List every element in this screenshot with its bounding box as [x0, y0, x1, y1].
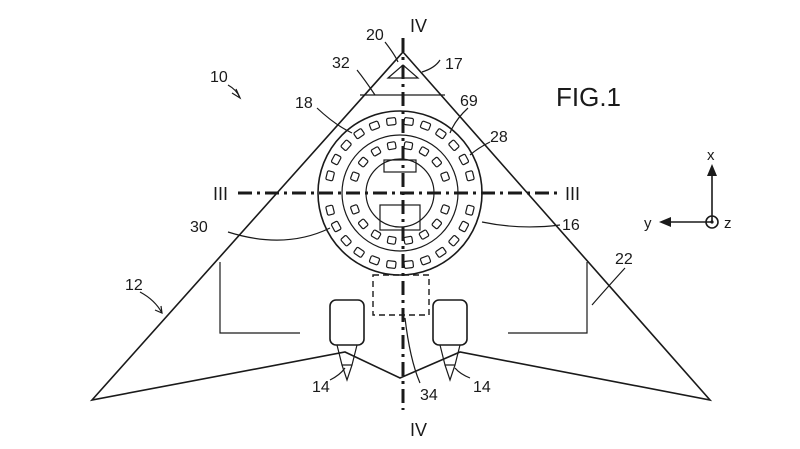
cabin: [317, 110, 483, 276]
seat: [330, 220, 342, 233]
seat: [353, 246, 365, 258]
ref-18: 18: [295, 95, 313, 112]
section-label-iii-left: III: [213, 184, 228, 204]
ref-14-left: 14: [312, 379, 330, 396]
seat: [403, 117, 415, 126]
axis-z-label: z: [724, 215, 732, 232]
seat: [431, 156, 443, 168]
section-label-iv-bottom: IV: [410, 420, 427, 440]
figure-title: FIG.1: [556, 82, 621, 112]
seat: [403, 141, 414, 151]
engine-right: [432, 299, 468, 382]
seat: [350, 204, 360, 215]
seat: [353, 128, 365, 140]
seat: [385, 117, 397, 126]
ref-20: 20: [366, 27, 384, 44]
section-label-iv-top: IV: [410, 16, 427, 36]
seat: [325, 170, 335, 182]
seat: [448, 139, 460, 151]
leader-lines: [139, 41, 626, 384]
seat-rows: [325, 117, 475, 269]
ref-30: 30: [190, 219, 208, 236]
ref-12: 12: [125, 277, 143, 294]
seat: [465, 170, 475, 182]
seat: [386, 235, 397, 245]
seat: [330, 153, 342, 166]
section-label-iii-right: III: [565, 184, 580, 204]
axis-x-label: x: [707, 147, 715, 164]
seat: [418, 146, 430, 157]
seat: [458, 220, 470, 233]
seat: [435, 128, 447, 140]
ref-34: 34: [420, 387, 438, 404]
seat: [440, 204, 450, 215]
ref-22: 22: [615, 251, 633, 268]
seat: [435, 246, 447, 258]
seat: [419, 120, 432, 131]
rear-compartment-box: [372, 274, 430, 316]
seat: [458, 153, 470, 166]
axis-symbol: [659, 164, 719, 229]
seat: [403, 235, 414, 245]
aircraft-outline: [89, 50, 713, 402]
seat: [350, 171, 360, 182]
seat: [385, 260, 397, 269]
seat: [368, 255, 381, 266]
axis-y-label: y: [644, 215, 652, 232]
seat: [465, 204, 475, 216]
engine-left: [329, 299, 365, 382]
seat: [340, 139, 352, 151]
seat: [386, 141, 397, 151]
ref-17: 17: [445, 56, 463, 73]
ref-14-right: 14: [473, 379, 491, 396]
seat: [403, 260, 415, 269]
seat: [419, 255, 432, 266]
ref-32: 32: [332, 55, 350, 72]
seat: [325, 204, 335, 216]
ref-16: 16: [562, 217, 580, 234]
seat: [448, 235, 460, 247]
seat: [440, 171, 450, 182]
seat: [340, 235, 352, 247]
seat: [370, 146, 382, 157]
seat: [368, 120, 381, 131]
ref-10: 10: [210, 69, 228, 86]
seat: [431, 218, 443, 230]
ref-28: 28: [490, 129, 508, 146]
seat: [418, 229, 430, 240]
seat: [357, 156, 369, 168]
seat: [357, 218, 369, 230]
ref-69: 69: [460, 93, 478, 110]
seat: [370, 229, 382, 240]
